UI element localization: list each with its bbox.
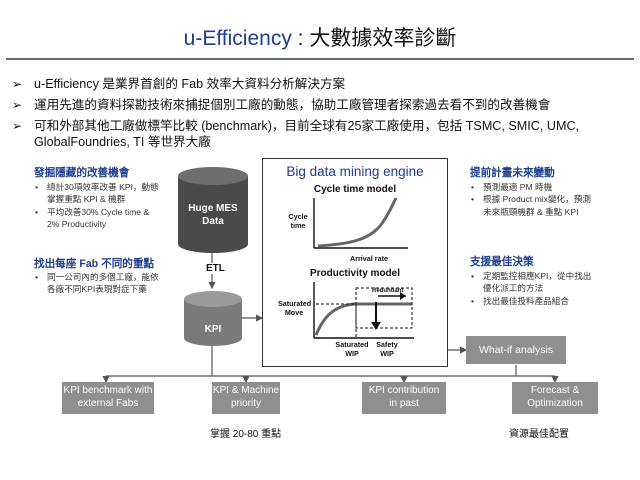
list-item: •預測最適 PM 時機: [471, 182, 553, 192]
arrow-bullet-icon: ➢: [12, 119, 23, 133]
left-sec1-title: 發掘隱藏的改善機會: [34, 167, 130, 179]
left-sec2-list: •同一公司內的多個工廠，能依 各廠不同KPI表現對症下藥: [35, 271, 177, 296]
mining-engine-box: [262, 158, 448, 367]
list-item: •總計30項效率改善 KPI，動態: [35, 182, 159, 192]
redundant-label: Redundant: [372, 288, 404, 294]
list-item: 各廠不同KPI表現對症下藥: [47, 284, 147, 295]
title-sep: :: [291, 27, 310, 50]
bullet-3-cont: GlobalFoundries, TI 等世界大廠: [34, 134, 211, 150]
kpi-focus-label: 掌握 20-80 重點: [210, 429, 282, 440]
list-item: 未來瓶頸機群 & 重點 KPI: [483, 206, 579, 217]
bullet-2: ➢ 運用先進的資料探勘技術來捕捉個別工廠的動態，協助工廠管理者探索過去看不到的改善…: [12, 97, 551, 113]
productivity-model-title: Productivity model: [309, 268, 400, 279]
right-sec1-title: 提前計畫未來變動: [470, 167, 555, 179]
resource-label: 資源最佳配置: [509, 429, 569, 440]
list-item: 2% Productivity: [47, 219, 107, 230]
right-sec1-list: •預測最適 PM 時機 •根據 Product mix變化，預測 未來瓶頸機群 …: [471, 181, 623, 218]
arrow-bullet-icon: ➢: [12, 77, 23, 91]
bullet-text: 可和外部其他工廠做標竿比較 (benchmark)，目前全球有25家工廠使用，包…: [34, 119, 580, 133]
right-sec2-title: 支援最佳決策: [470, 256, 534, 268]
bullet-text: 運用先進的資料探勘技術來捕捉個別工廠的動態，協助工廠管理者探索過去看不到的改善機…: [34, 98, 551, 112]
output-forecast-box: Forecast &Optimization: [512, 382, 598, 414]
left-sec2-title: 找出每座 Fab 不同的重點: [34, 258, 155, 270]
cycle-model-title: Cycle time model: [313, 184, 397, 195]
whatif-analysis-box: What-if analysis: [466, 336, 566, 364]
list-item: •平均改善30% Cycle time &: [35, 206, 150, 217]
list-item: •定期監控相應KPI，從中找出: [471, 271, 592, 281]
kpi-cyl-label: KPI: [204, 324, 222, 335]
bullet-text: GlobalFoundries, TI 等世界大廠: [34, 135, 211, 149]
title-divider: [6, 58, 634, 60]
title-main: u-Efficiency: [183, 27, 292, 50]
title-sub: 大數據效率診斷: [309, 27, 457, 50]
mes-data-cylinder: [178, 167, 248, 253]
cycle-time-curve: [313, 197, 408, 249]
bullet-3: ➢ 可和外部其他工廠做標竿比較 (benchmark)，目前全球有25家工廠使用，…: [12, 118, 580, 134]
left-sec1-list: •總計30項效率改善 KPI，動態 掌握重點 KPI & 機群 •平均改善30%…: [35, 181, 177, 231]
list-item: •找出最佳投料產品組合: [471, 295, 569, 306]
engine-title: Big data mining engine: [286, 164, 424, 179]
bullet-1: ➢ u-Efficiency 是業界首創的 Fab 效率大資料分析解決方案: [12, 76, 346, 92]
right-sec2-list: •定期監控相應KPI，從中找出 優化派工的方法 •找出最佳投料產品組合: [471, 270, 623, 307]
etl-label: ETL: [204, 263, 227, 274]
page-title: u-Efficiency : 大數據效率診斷: [0, 22, 640, 52]
list-item: 掌握重點 KPI & 機群: [47, 194, 126, 205]
arrival-axis-label: Arrival rate: [350, 254, 388, 263]
list-item: •同一公司內的多個工廠，能依: [35, 272, 159, 282]
list-item: •根據 Product mix變化，預測: [471, 194, 591, 205]
kpi-cylinder: [184, 291, 242, 346]
productivity-chart: [313, 282, 414, 339]
arrow-bullet-icon: ➢: [12, 98, 23, 112]
list-item: 優化派工的方法: [483, 283, 544, 294]
bullet-text: u-Efficiency 是業界首創的 Fab 效率大資料分析解決方案: [34, 77, 346, 91]
